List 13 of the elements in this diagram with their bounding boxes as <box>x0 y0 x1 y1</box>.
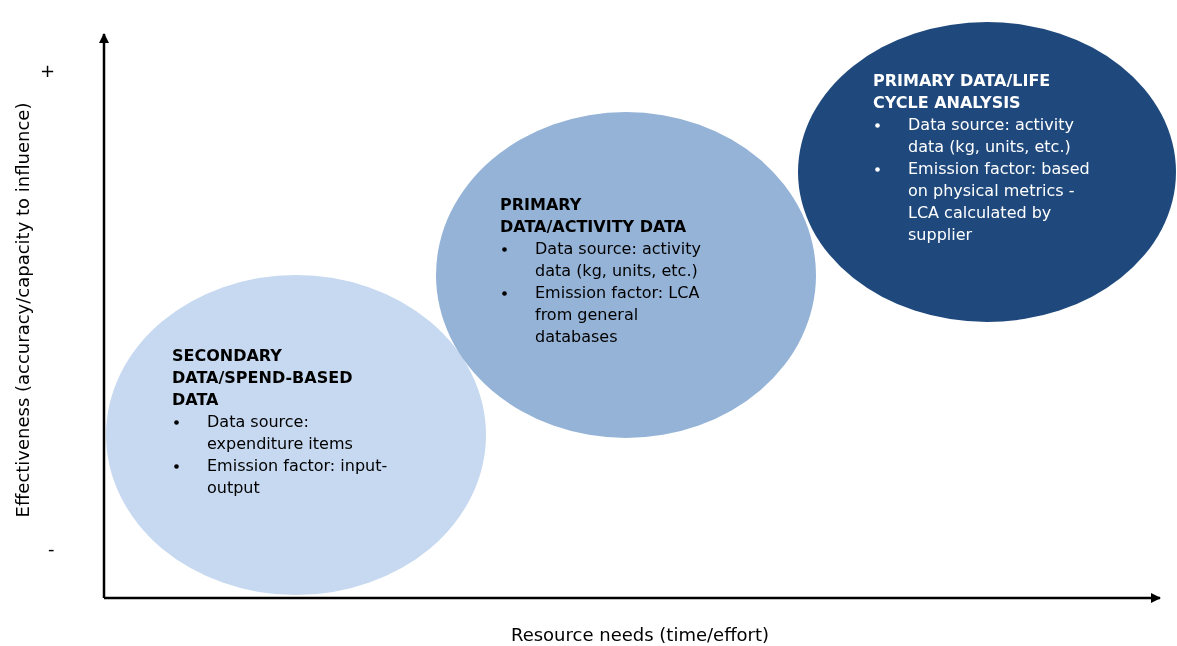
tier-heading: PRIMARY DATA/LIFE CYCLE ANALYSIS <box>873 70 1052 114</box>
bullet-text: Emission factor: based on physical metrics - LCA calculated by supplier <box>908 159 1090 244</box>
bullet-text: Data source: expenditure items <box>207 412 353 453</box>
tier-heading: SECONDARY DATA/SPEND-BASED DATA <box>172 345 354 411</box>
axis-max-sign: + <box>40 60 56 81</box>
bullet-text: Data source: activity data (kg, units, etc.) <box>908 115 1074 156</box>
axis-min-sign: - <box>48 538 55 559</box>
tier-heading: PRIMARY DATA/ACTIVITY DATA <box>500 194 688 238</box>
bullet-text: Emission factor: LCA from general databases <box>535 283 700 346</box>
bullet-text: Emission factor: input-output <box>207 456 388 497</box>
x-axis-label: Resource needs (time/effort) <box>510 623 770 645</box>
bullet-text: Data source: activity data (kg, units, etc.) <box>535 239 701 280</box>
y-axis-label: Effectiveness (accuracy/capacity to influence) <box>11 102 33 518</box>
